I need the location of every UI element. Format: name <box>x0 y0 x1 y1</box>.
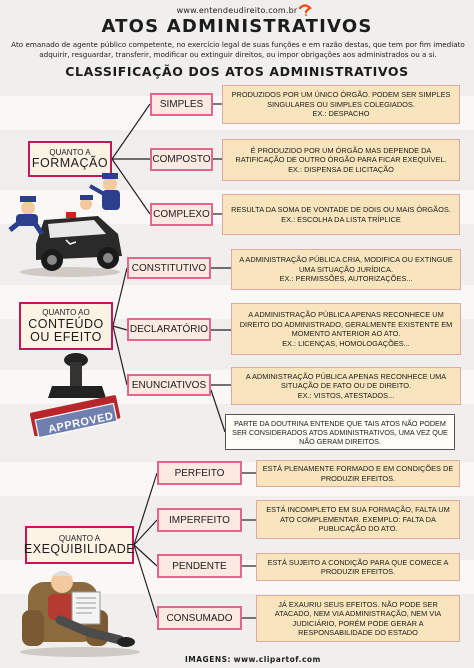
desc-example: EX.: VISTOS, ATESTADOS... <box>297 390 395 400</box>
type-complexo: COMPLEXO <box>150 203 213 226</box>
desc-constitutivo: A ADMINISTRAÇÃO PÚBLICA CRIA, MODIFICA O… <box>231 249 461 290</box>
desc-text: RESULTA DA SOMA DE VONTADE DE DOIS OU MA… <box>231 205 451 214</box>
group-label: CONTEÚDO <box>28 317 104 331</box>
desc-text: É PRODUZIDO POR UM ÓRGÃO MAS DEPENDE DA … <box>235 145 447 165</box>
type-composto: COMPOSTO <box>150 148 213 171</box>
desc-pendente: ESTÁ SUJEITO A CONDIÇÃO PARA QUE COMECE … <box>256 553 460 581</box>
desc-composto: É PRODUZIDO POR UM ÓRGÃO MAS DEPENDE DA … <box>222 139 460 181</box>
desc-text: A ADMINISTRAÇÃO PÚBLICA CRIA, MODIFICA O… <box>239 255 453 274</box>
desc-perfeito: ESTÁ PLENAMENTE FORMADO E EM CONDIÇÕES D… <box>256 460 460 487</box>
desc-enunciativos: A ADMINISTRAÇÃO PÚBLICA APENAS RECONHECE… <box>231 367 461 405</box>
site-url[interactable]: www.entendeudireito.com.br <box>176 6 298 15</box>
desc-example: EX.: LICENÇAS, HOMOLOGAÇÕES... <box>282 338 410 348</box>
desc-example: EX.: DISPENSA DE LICITAÇÃO <box>288 164 394 174</box>
desc-text: A ADMINISTRAÇÃO PÚBLICA APENAS RECONHECE… <box>239 310 453 338</box>
desc-text: JÁ EXAURIU SEUS EFEITOS. NÃO PODE SER AT… <box>274 599 442 638</box>
desc-imperfeito: ESTÁ INCOMPLETO EM SUA FORMAÇÃO, FALTA U… <box>256 500 460 539</box>
type-simples: SIMPLES <box>150 93 213 116</box>
type-consumado: CONSUMADO <box>157 606 242 630</box>
man-reading-newspaper-illustration <box>20 571 140 657</box>
desc-text: ESTÁ SUJEITO A CONDIÇÃO PARA QUE COMECE … <box>267 557 449 577</box>
type-perfeito: PERFEITO <box>157 461 242 485</box>
doctrine-note: PARTE DA DOUTRINA ENTENDE QUE TAIS ATOS … <box>225 414 455 450</box>
desc-example: EX.: ESCOLHA DA LISTA TRÍPLICE <box>281 214 401 224</box>
site-logo-icon <box>298 4 312 16</box>
credit-label: IMAGENS: <box>185 655 232 664</box>
police-car-illustration <box>8 173 122 277</box>
section-title: CLASSIFICAÇÃO DOS ATOS ADMINISTRATIVOS <box>65 64 409 79</box>
type-constitutivo: CONSTITUTIVO <box>127 257 211 279</box>
page-title: ATOS ADMINISTRATIVOS <box>101 16 373 37</box>
desc-text: ESTÁ PLENAMENTE FORMADO E EM CONDIÇÕES D… <box>262 464 454 483</box>
image-credit: IMAGENS: www.clipartof.com <box>185 655 321 664</box>
desc-example: EX.: DESPACHO <box>312 109 370 119</box>
type-enunciativos: ENUNCIATIVOS <box>127 374 211 396</box>
group-label-top: QUANTO AO <box>42 308 90 317</box>
note-text: PARTE DA DOUTRINA ENTENDE QUE TAIS ATOS … <box>232 418 448 446</box>
desc-simples: PRODUZIDOS POR UM ÚNICO ÓRGÃO. PODEM SER… <box>222 85 460 124</box>
type-pendente: PENDENTE <box>157 554 242 578</box>
group-label-2: OU EFEITO <box>30 330 102 344</box>
credit-url[interactable]: www.clipartof.com <box>233 655 321 664</box>
desc-text: PRODUZIDOS POR UM ÚNICO ÓRGÃO. PODEM SER… <box>231 90 451 109</box>
group-label-top: QUANTO A <box>58 534 101 543</box>
group-exequibilidade: QUANTO A EXEQUIBILIDADE <box>23 526 136 564</box>
type-declaratorio: DECLARATÓRIO <box>127 318 211 341</box>
desc-text: ESTÁ INCOMPLETO EM SUA FORMAÇÃO, FALTA U… <box>266 505 450 534</box>
type-imperfeito: IMPERFEITO <box>157 508 242 532</box>
desc-complexo: RESULTA DA SOMA DE VONTADE DE DOIS OU MA… <box>222 194 460 235</box>
definition-text: Ato emanado de agente público competente… <box>11 40 465 59</box>
group-conteudo: QUANTO AO CONTEÚDO OU EFEITO <box>19 302 113 350</box>
desc-text: A ADMINISTRAÇÃO PÚBLICA APENAS RECONHECE… <box>245 371 447 391</box>
approved-stamp-illustration <box>29 353 121 439</box>
group-label: FORMAÇÃO <box>31 156 109 170</box>
desc-example: EX.: PERMISSÕES, AUTORIZAÇÕES... <box>279 274 413 284</box>
group-formacao: QUANTO A FORMAÇÃO <box>28 141 112 177</box>
group-label-top: QUANTO A <box>49 148 91 157</box>
desc-declaratorio: A ADMINISTRAÇÃO PÚBLICA APENAS RECONHECE… <box>231 303 461 355</box>
group-label: EXEQUIBILIDADE <box>23 542 136 556</box>
desc-consumado: JÁ EXAURIU SEUS EFEITOS. NÃO PODE SER AT… <box>256 595 460 642</box>
